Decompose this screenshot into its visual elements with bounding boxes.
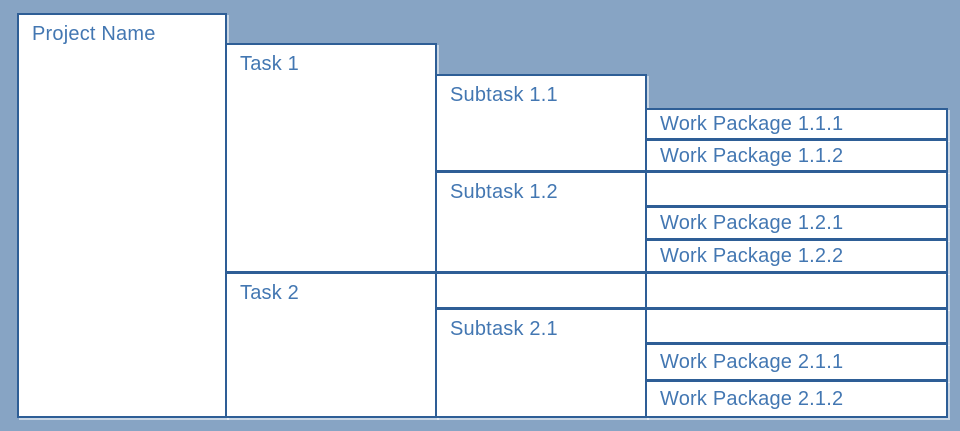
empty-cell-subtask-column-task-2-row [435, 272, 647, 309]
subtask-1-2-label: Subtask 1.2 [450, 181, 558, 203]
project-box: Project Name [17, 13, 227, 418]
work-package-1-1-1-label: Work Package 1.1.1 [660, 113, 844, 135]
subtask-1-1-label: Subtask 1.1 [450, 84, 558, 106]
empty-cell-work-package-column-task-2-row [645, 272, 948, 309]
subtask-1-1-box: Subtask 1.1 [435, 74, 647, 172]
work-package-2-1-2-label: Work Package 2.1.2 [660, 388, 844, 410]
project-label: Project Name [32, 23, 156, 45]
task-1-box: Task 1 [225, 43, 437, 273]
work-package-1-1-2-label: Work Package 1.1.2 [660, 144, 844, 167]
work-package-2-1-1-label: Work Package 2.1.1 [660, 351, 844, 373]
work-package-1-1-1-row: Work Package 1.1.1 [645, 108, 948, 140]
empty-cell-work-package-column-subtask-1-2-row [645, 171, 948, 207]
work-package-1-2-2-label: Work Package 1.2.2 [660, 245, 844, 267]
task-2-label: Task 2 [240, 282, 300, 304]
work-package-1-2-1-label: Work Package 1.2.1 [660, 212, 844, 234]
empty-cell-work-package-column-subtask-2-1-row [645, 308, 948, 344]
subtask-1-2-box: Subtask 1.2 [435, 171, 647, 273]
work-package-2-1-2-row: Work Package 2.1.2 [645, 380, 948, 418]
task-2-box: Task 2 [225, 272, 437, 418]
subtask-2-1-label: Subtask 2.1 [450, 318, 558, 340]
work-package-1-2-1-row: Work Package 1.2.1 [645, 206, 948, 240]
work-package-2-1-1-row: Work Package 2.1.1 [645, 343, 948, 381]
work-package-1-2-2-row: Work Package 1.2.2 [645, 239, 948, 273]
task-1-label: Task 1 [240, 53, 300, 75]
work-package-1-1-2-row: Work Package 1.1.2 [645, 139, 948, 172]
subtask-2-1-box: Subtask 2.1 [435, 308, 647, 418]
